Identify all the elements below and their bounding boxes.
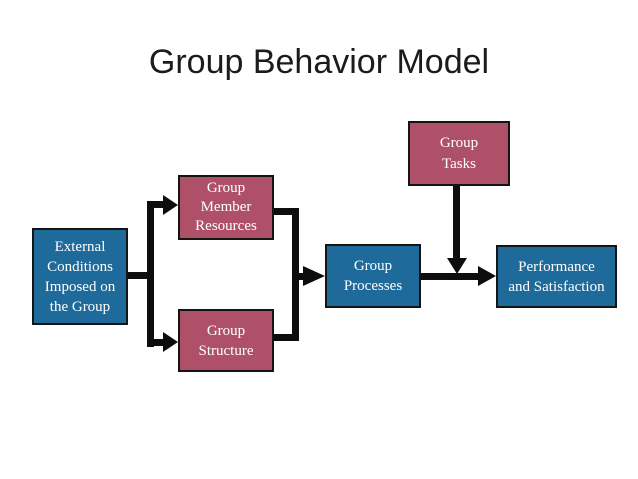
box-group-tasks: Group Tasks [408,121,510,186]
arrowhead-into-resources-icon [163,195,178,215]
connector-merge-stub [292,273,304,280]
box-group-structure: Group Structure [178,309,274,372]
arrowhead-into-performance-icon [478,266,496,286]
box-group-processes-label: Group Processes [343,258,403,294]
connector-resources-out [274,208,299,215]
box-group-structure-label: Group Structure [198,322,254,359]
connector-external-out [128,272,154,279]
box-group-processes: Group Processes [325,244,421,308]
connector-structure-out [274,334,299,341]
arrowhead-tasks-down-icon [447,258,467,274]
box-performance-and-satisfaction-label: Performance and Satisfaction [508,258,605,295]
connector-processes-out [421,273,478,280]
box-group-tasks-label: Group Tasks [439,134,479,172]
connector-branch-to-resources [147,201,163,208]
connector-tasks-down [453,186,460,258]
page-title: Group Behavior Model [148,43,490,81]
box-external-conditions-label: External Conditions Imposed on the Group [44,238,116,315]
connector-branch-vertical [147,201,154,347]
box-group-member-resources: Group Member Resources [178,175,274,240]
arrowhead-into-structure-icon [163,332,178,352]
box-group-member-resources-label: Group Member Resources [195,180,257,234]
box-external-conditions: External Conditions Imposed on the Group [32,228,128,325]
connector-branch-to-structure [147,339,163,346]
arrowhead-into-processes-icon [303,266,325,286]
box-performance-and-satisfaction: Performance and Satisfaction [496,245,617,308]
